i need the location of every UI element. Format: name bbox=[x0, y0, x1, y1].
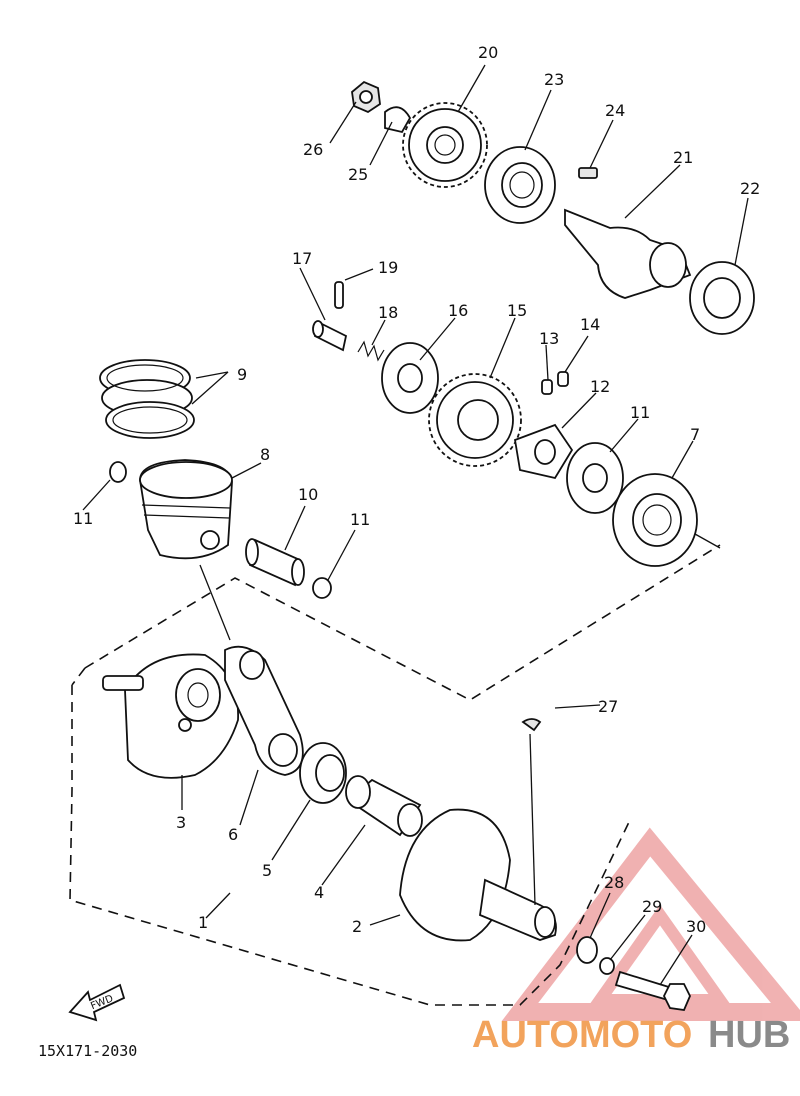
callout-21: 20 bbox=[478, 43, 498, 62]
watermark-part1: AUTOMOTO bbox=[472, 1014, 692, 1056]
callout-25: 24 bbox=[605, 101, 625, 120]
callout-22: 21 bbox=[673, 148, 693, 167]
fwd-arrow: FWD bbox=[68, 983, 126, 1022]
crank-right bbox=[399, 808, 557, 942]
plate-left bbox=[381, 342, 439, 414]
callout-5: 5 bbox=[262, 861, 272, 880]
callout-30: 29 bbox=[642, 897, 662, 916]
circlip-right bbox=[312, 577, 332, 599]
crank-pin bbox=[345, 775, 423, 837]
callout-29: 28 bbox=[604, 873, 624, 892]
circlip-left bbox=[109, 461, 127, 483]
pin-shaft bbox=[312, 281, 348, 352]
watermark-text: AUTOMOTO HUB bbox=[472, 1014, 790, 1056]
bearing-right bbox=[689, 261, 755, 335]
callout-26: 25 bbox=[348, 165, 368, 184]
callout-numbers: 20 23 24 21 22 26 25 17 19 18 16 15 13 1… bbox=[73, 43, 760, 936]
callout-17: 16 bbox=[448, 301, 468, 320]
callout-6: 6 bbox=[228, 825, 238, 844]
needle-bearing bbox=[299, 742, 347, 804]
washer bbox=[576, 936, 598, 964]
callout-16: 15 bbox=[507, 301, 527, 320]
fwd-label: FWD bbox=[89, 993, 115, 1012]
callout-4: 4 bbox=[314, 883, 324, 902]
callout-2: 2 bbox=[352, 917, 362, 936]
watermark-logo bbox=[501, 827, 800, 1021]
callout-3: 3 bbox=[176, 813, 186, 832]
lock-washer bbox=[384, 106, 412, 134]
leader-lines bbox=[82, 64, 749, 986]
nut bbox=[351, 80, 381, 114]
diagram-code: 15X171-2030 bbox=[38, 1042, 137, 1060]
callout-20: 19 bbox=[378, 258, 398, 277]
spring-tiny bbox=[541, 371, 569, 395]
assembly-boundary bbox=[69, 544, 721, 1006]
bearing-upper bbox=[484, 146, 556, 224]
callout-15: 14 bbox=[580, 315, 600, 334]
spring-washer bbox=[599, 957, 615, 975]
callout-28: 27 bbox=[598, 697, 618, 716]
callout-18: 17 bbox=[292, 249, 312, 268]
plate-right bbox=[566, 442, 624, 514]
watermark-part2: HUB bbox=[708, 1014, 790, 1056]
callout-1: 1 bbox=[198, 913, 208, 932]
callout-23: 22 bbox=[740, 179, 760, 198]
piston bbox=[139, 459, 233, 560]
callout-19: 18 bbox=[378, 303, 398, 322]
crank-left bbox=[102, 653, 239, 779]
key-small bbox=[521, 718, 542, 732]
piston-pin bbox=[245, 538, 305, 587]
bolt bbox=[614, 970, 691, 1011]
callout-11a: 11 bbox=[73, 509, 93, 528]
primary-drive-gear bbox=[402, 102, 488, 188]
bearing-large bbox=[612, 473, 698, 567]
callout-27: 26 bbox=[303, 140, 323, 159]
piston-rings bbox=[99, 359, 195, 439]
callout-11b: 11 bbox=[350, 510, 370, 529]
callout-12: 11 bbox=[630, 403, 650, 422]
callout-8: 8 bbox=[260, 445, 270, 464]
callout-13: 12 bbox=[590, 377, 610, 396]
woodruff-key bbox=[578, 167, 598, 179]
hub bbox=[513, 423, 574, 480]
callout-24: 23 bbox=[544, 70, 564, 89]
callout-14: 13 bbox=[539, 329, 559, 348]
crank-end-shaft bbox=[564, 208, 692, 299]
spring-small bbox=[357, 340, 385, 362]
callout-9: 9 bbox=[237, 365, 247, 384]
callout-31: 30 bbox=[686, 917, 706, 936]
balancer-gear bbox=[428, 373, 522, 467]
callout-7: 7 bbox=[690, 425, 700, 444]
callout-10: 10 bbox=[298, 485, 318, 504]
